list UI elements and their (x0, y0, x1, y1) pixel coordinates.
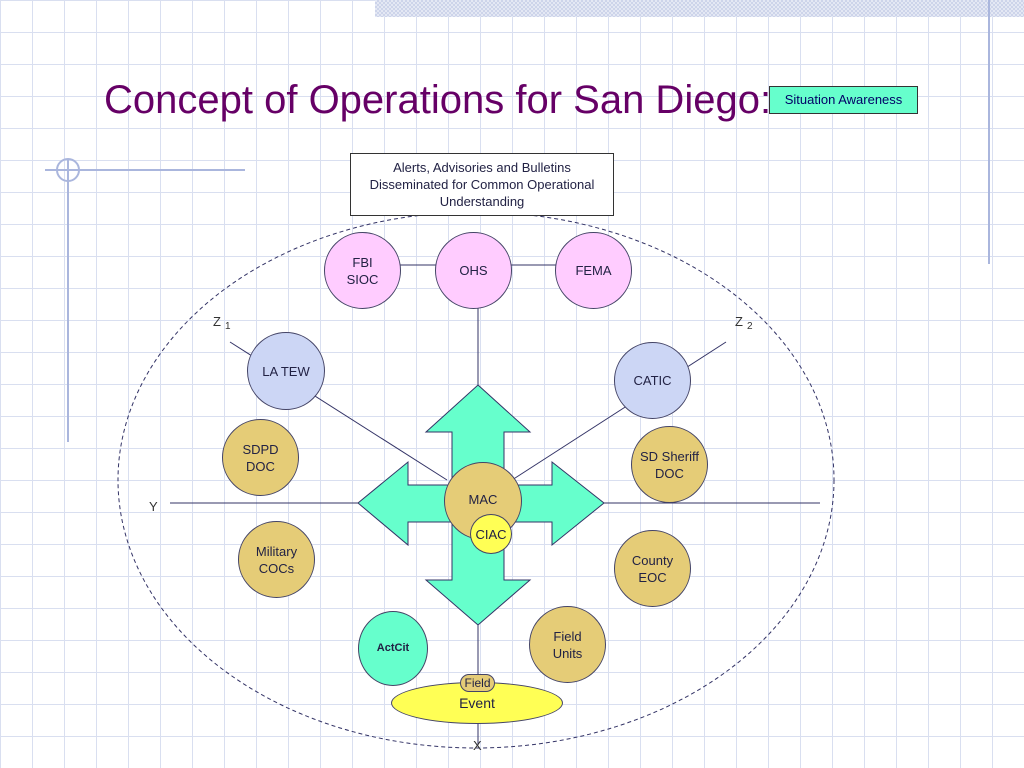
top-decorative-band (375, 0, 1024, 17)
y-label: Y (149, 499, 158, 514)
ohs-node: OHS (435, 232, 512, 309)
right-decorative-rule (988, 0, 990, 264)
z1-letter: Z (213, 314, 221, 329)
la-tew-node: LA TEW (247, 332, 325, 410)
x-label: X (473, 738, 482, 753)
fbi-sioc-node: FBI SIOC (324, 232, 401, 309)
county-eoc-node: County EOC (614, 530, 691, 607)
field-node: Field (460, 674, 495, 692)
sd-sheriff-doc-node: SD Sheriff DOC (631, 426, 708, 503)
z1-subscript: 1 (224, 321, 231, 332)
fema-node: FEMA (555, 232, 632, 309)
left-decorative-rule-horizontal (45, 169, 245, 171)
z2-axis-line (511, 341, 727, 481)
z2-letter: Z (735, 314, 743, 329)
alerts-advisories-text: Alerts, Advisories and Bulletins Dissemi… (369, 160, 595, 209)
catic-node: CATIC (614, 342, 691, 419)
field-units-node: Field Units (529, 606, 606, 683)
alerts-advisories-box: Alerts, Advisories and Bulletins Dissemi… (350, 153, 614, 216)
page-title: Concept of Operations for San Diego: (104, 78, 772, 122)
sdpd-doc-node: SDPD DOC (222, 419, 299, 496)
event-node: Event (391, 682, 563, 724)
ciac-node: CIAC (470, 514, 512, 554)
left-decorative-rule (67, 160, 69, 442)
left-decorative-ring (56, 158, 80, 182)
actcit-node: ActCit (358, 611, 428, 686)
military-cocs-node: Military COCs (238, 521, 315, 598)
operations-boundary-ellipse (117, 211, 835, 749)
z2-subscript: 2 (746, 321, 753, 332)
situation-awareness-badge: Situation Awareness (769, 86, 918, 114)
